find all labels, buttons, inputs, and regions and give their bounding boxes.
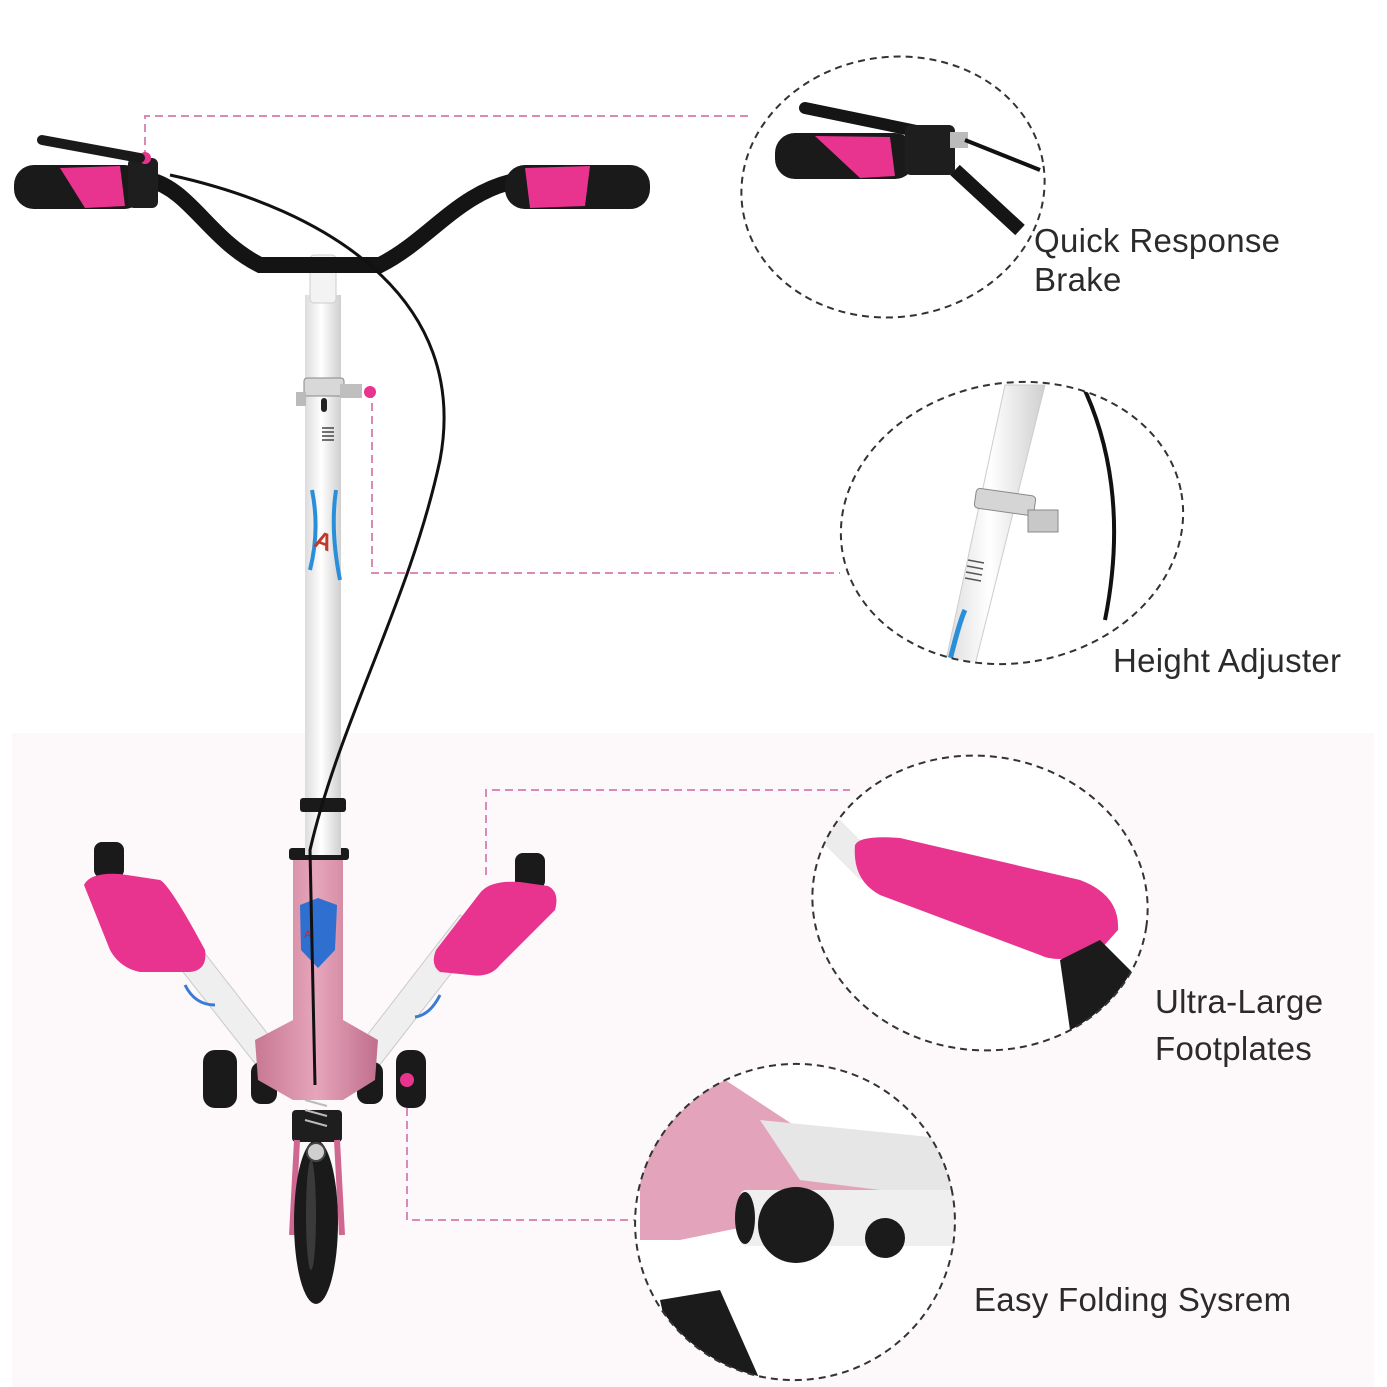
callout-label-height-adjuster: Height Adjuster <box>1113 641 1341 680</box>
left-footplate <box>84 842 206 972</box>
callout-label-folding-system: Easy Folding Sysrem <box>974 1280 1291 1319</box>
height-clamp <box>296 377 376 441</box>
brake-detail-circle <box>730 50 1060 330</box>
right-footplate <box>433 853 557 976</box>
folding-connector <box>406 1082 640 1221</box>
right-grip <box>505 165 650 209</box>
handlebar <box>142 172 528 273</box>
footplate-connector <box>485 789 850 875</box>
brake-label-line-2: Brake <box>1034 261 1122 298</box>
front-wheel <box>289 1089 345 1304</box>
brake-lever <box>37 135 145 163</box>
height-label-line-1: Height Adjuster <box>1113 642 1342 679</box>
brake-connector <box>144 115 752 158</box>
callout-lines <box>144 115 850 1221</box>
shield-badge <box>300 898 337 968</box>
brake-label-line-1: Quick Response <box>1034 222 1281 259</box>
scooter-main: A A <box>14 135 650 1304</box>
footplate-label-line-2: Footplates <box>1155 1030 1313 1067</box>
svg-text:A: A <box>304 929 312 941</box>
left-grip <box>14 152 158 209</box>
footplate-label-line-1: Ultra-Large <box>1155 983 1324 1020</box>
height-connector <box>371 390 840 574</box>
callout-label-brake: Quick Response Brake <box>1034 221 1280 299</box>
folding-detail-circle <box>630 1060 970 1387</box>
footplate-detail-circle <box>800 750 1160 1060</box>
brake-cable <box>169 173 446 1086</box>
pink-frame <box>255 855 378 1100</box>
folding-label-line-1: Easy Folding Sysrem <box>974 1281 1292 1318</box>
callout-label-footplates: Ultra-Large Footplates <box>1155 978 1323 1072</box>
